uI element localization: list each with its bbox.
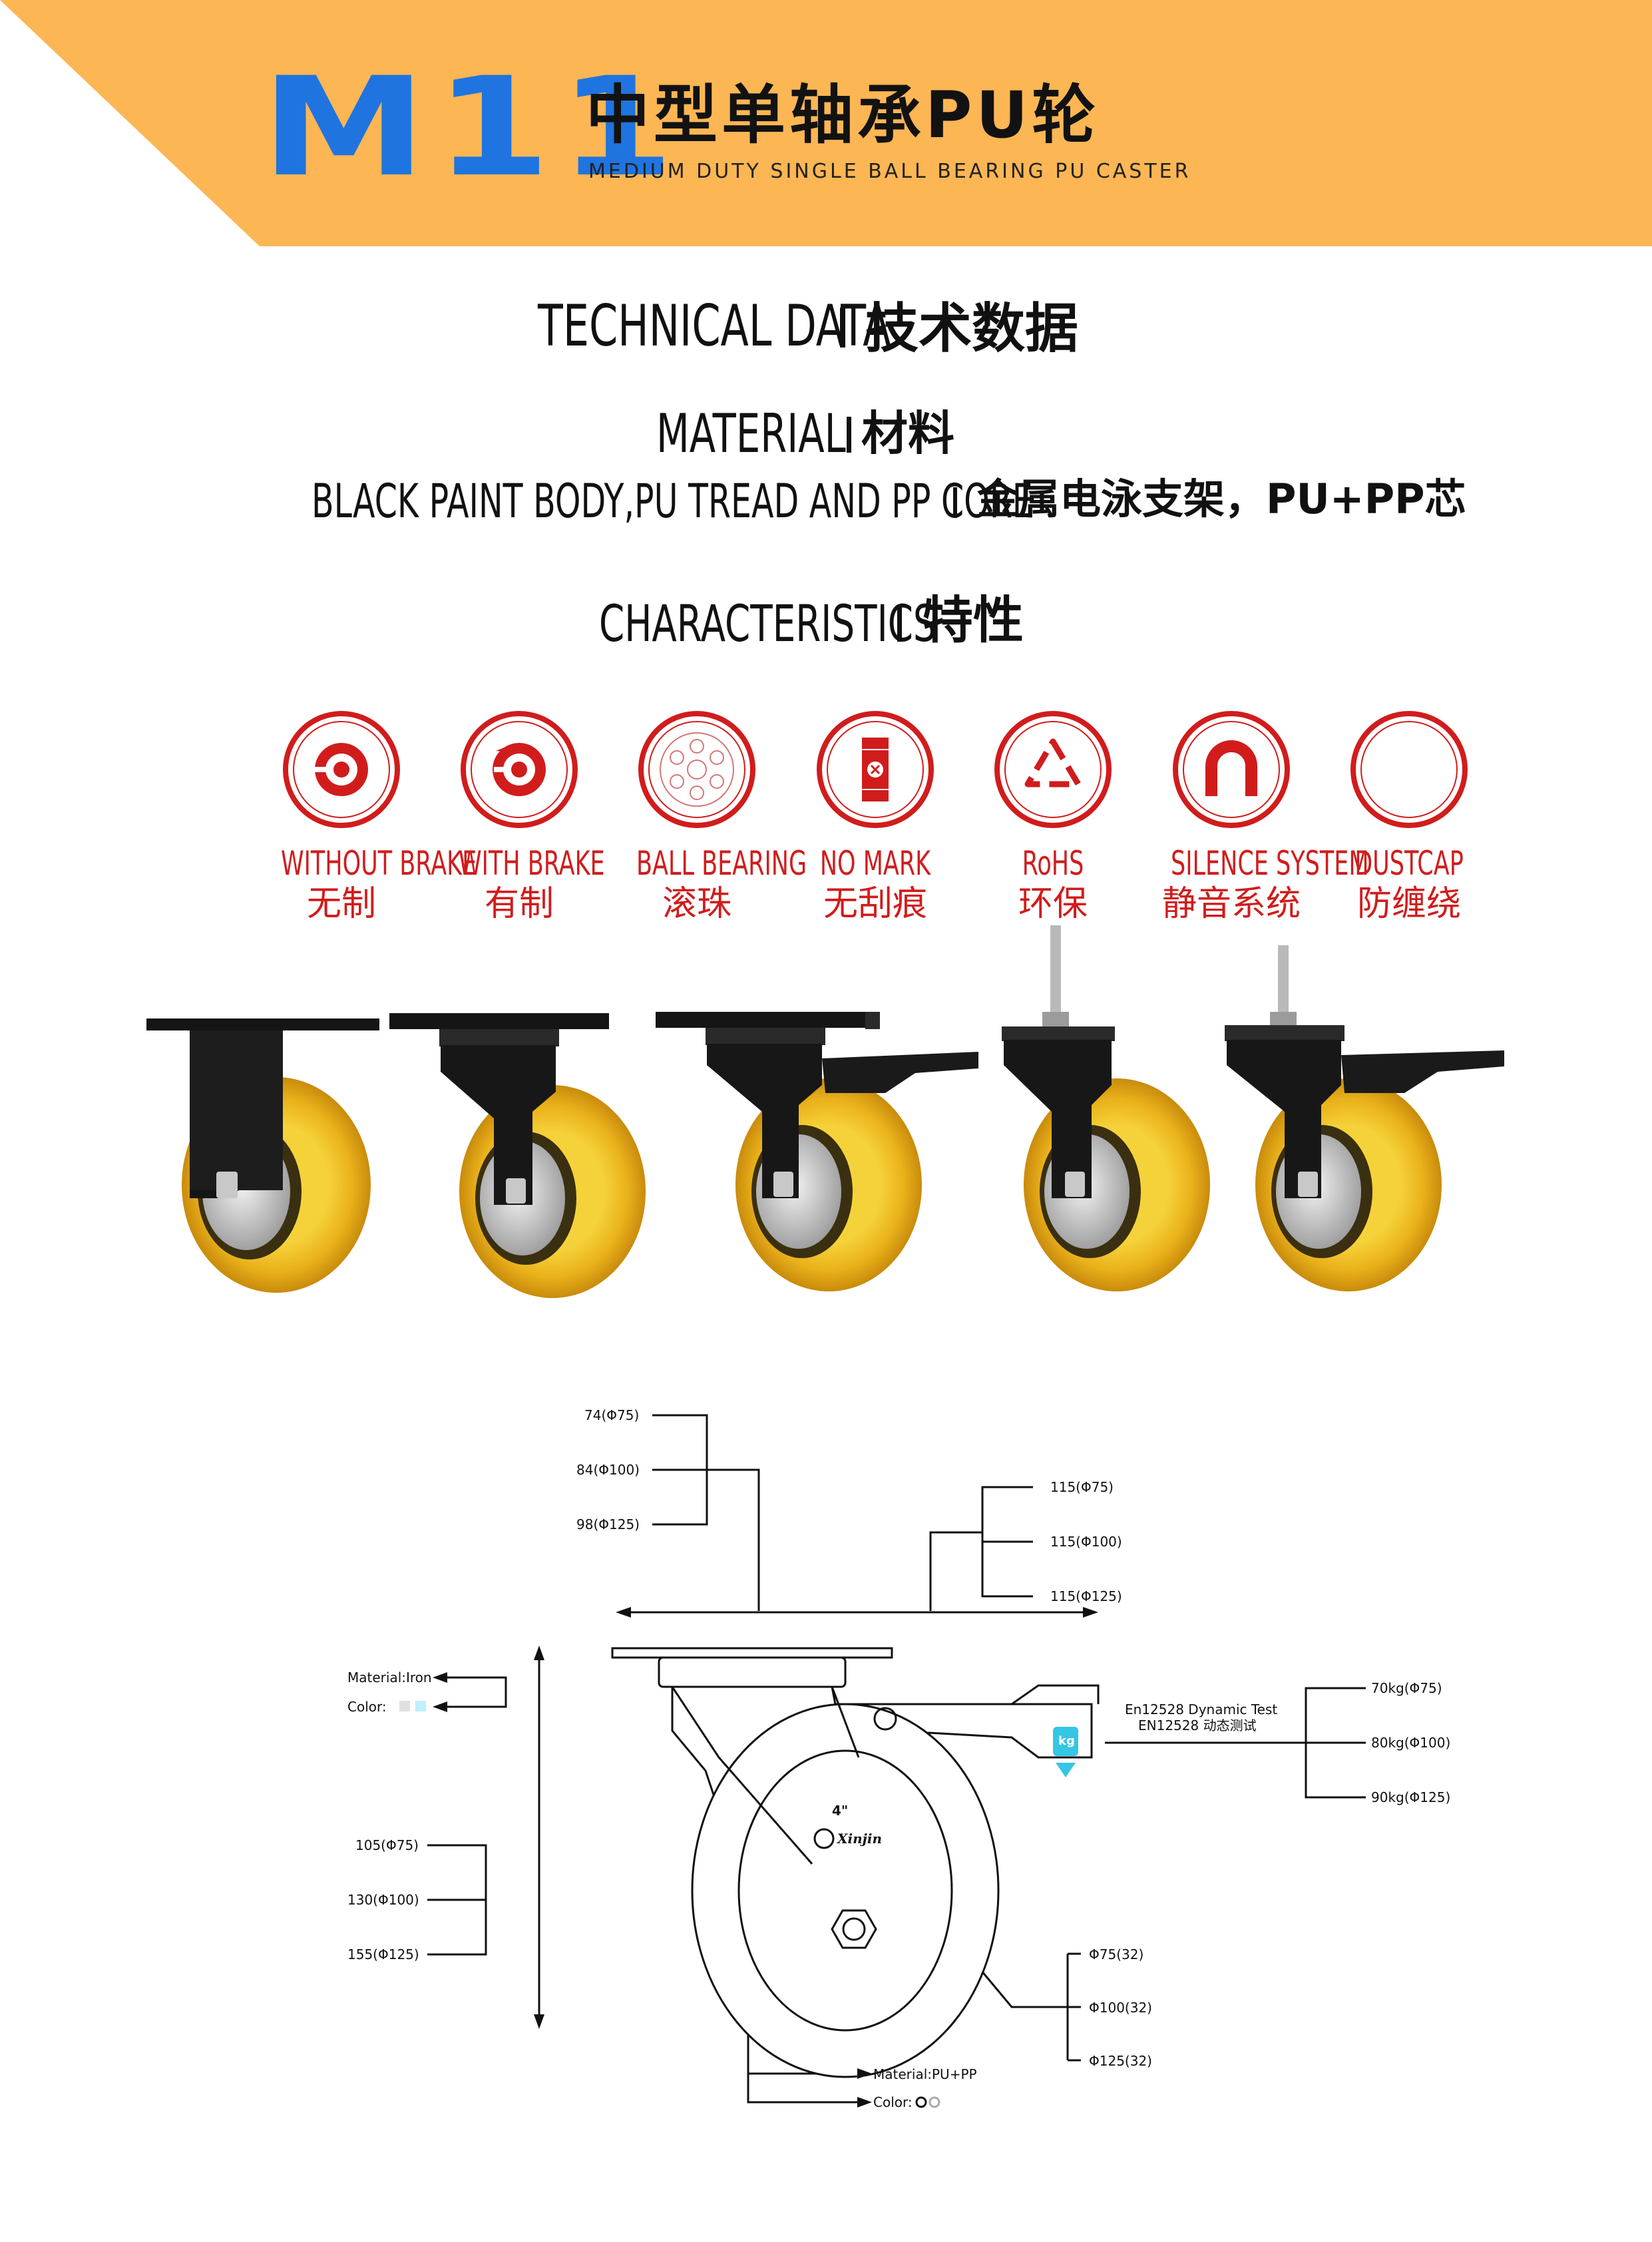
plate-length-100: 84(Φ100) — [576, 1462, 640, 1478]
wheel-size-100: Φ100(32) — [1089, 2000, 1152, 2016]
color-ring-light — [929, 2096, 940, 2108]
threaded-stem-brake-caster-icon — [1225, 945, 1504, 1291]
material-desc-en: BLACK PAINT BODY,PU TREAD AND PP CORE — [311, 474, 1033, 529]
feature-label-en: WITH BRAKE — [459, 844, 605, 883]
plate-width-125: 115(Φ125) — [1050, 1588, 1122, 1604]
swatch-silver — [399, 1701, 410, 1711]
no-mark-icon — [817, 711, 934, 828]
feature-label-cn: 滚珠 — [662, 884, 731, 924]
characteristics-separator — [897, 606, 902, 642]
load-test-cn: EN12528 动态测试 — [1138, 1717, 1257, 1733]
technical-heading-cn: 技术数据 — [865, 298, 1078, 359]
plate-length-75: 74(Φ75) — [584, 1407, 640, 1423]
height-125: 155(Φ125) — [347, 1946, 419, 1962]
characteristics-heading-cn: 特性 — [923, 590, 1024, 650]
bracket-material-label: Material:Iron — [347, 1670, 432, 1685]
wheel-material-label: Material:PU+PP — [873, 2066, 977, 2082]
product-title-en: MEDIUM DUTY SINGLE BALL BEARING PU CASTE… — [588, 160, 1191, 183]
load-75: 70kg(Φ75) — [1371, 1680, 1442, 1696]
feature-ball-bearing: BALL BEARING 滚珠 — [610, 710, 807, 924]
feature-label-cn: 防缠绕 — [1356, 884, 1461, 924]
feature-label-en: WITHOUT BRAKE — [281, 844, 477, 883]
feature-label-cn: 环保 — [1018, 884, 1088, 924]
rigid-caster-icon — [146, 1018, 379, 1293]
without-brake-icon — [283, 711, 400, 828]
with-brake-icon — [461, 711, 578, 828]
product-lineup — [146, 925, 1504, 1298]
magnet-icon — [1173, 711, 1290, 828]
plate-width-100: 115(Φ100) — [1050, 1534, 1122, 1550]
feature-silence-system: SILENCE SYSTEM 静音系统 — [1145, 710, 1369, 924]
swivel-brake-caster-icon — [656, 1012, 978, 1291]
feature-label-cn: 无刮痕 — [823, 884, 927, 924]
header-banner — [0, 0, 1652, 246]
threaded-stem-caster-icon — [1002, 925, 1210, 1291]
technical-separator — [840, 308, 845, 347]
dustcap-icon — [1350, 711, 1468, 828]
load-100: 80kg(Φ100) — [1371, 1735, 1451, 1751]
height-75: 105(Φ75) — [355, 1837, 419, 1853]
material-desc-cn: 金属电泳支架，PU+PP芯 — [977, 475, 1466, 523]
plate-width-75: 115(Φ75) — [1050, 1479, 1114, 1495]
feature-dustcap: DUSTCAP 防缠绕 — [1323, 710, 1496, 924]
feature-label-cn: 静音系统 — [1161, 884, 1301, 924]
height-100: 130(Φ100) — [347, 1892, 419, 1908]
feature-label-en: NO MARK — [819, 844, 931, 883]
plate-length-125: 98(Φ125) — [576, 1516, 640, 1532]
load-unit: kg — [1058, 1734, 1075, 1748]
weight-icon — [1053, 1727, 1078, 1777]
feature-label-en: SILENCE SYSTEM — [1171, 844, 1369, 883]
feature-label-cn: 无制 — [306, 884, 376, 924]
brand-logo-icon — [813, 1828, 835, 1849]
dimension-diagram — [399, 1414, 1366, 2108]
feature-label-en: DUSTCAP — [1354, 844, 1464, 883]
wheel-size-75: Φ75(32) — [1089, 1946, 1144, 1962]
brand-logo-text: Xinjin — [837, 1831, 883, 1847]
swatch-light-blue — [415, 1701, 426, 1711]
wheel-size-mark: 4" — [832, 1803, 849, 1819]
feature-label-en: RoHS — [1022, 844, 1084, 883]
feature-label-en: BALL BEARING — [636, 844, 807, 883]
feature-rohs: RoHS 环保 — [966, 710, 1139, 924]
load-125: 90kg(Φ125) — [1371, 1789, 1451, 1805]
characteristics-heading-en: CHARACTERISTICS — [599, 594, 936, 653]
material-heading-en: MATERIAL — [656, 403, 846, 465]
load-test-en: En12528 Dynamic Test — [1125, 1701, 1278, 1717]
product-title-cn: 中型单轴承PU轮 — [586, 78, 1100, 152]
technical-heading-en: TECHNICAL DATA — [538, 293, 891, 359]
model-code: M11 — [261, 49, 683, 207]
wheel-color-label: Color: — [873, 2094, 913, 2110]
swivel-caster-icon — [389, 1013, 646, 1298]
feature-with-brake: WITH BRAKE 有制 — [433, 710, 606, 924]
wheel-size-125: Φ125(32) — [1089, 2053, 1152, 2069]
recycle-icon — [994, 711, 1112, 828]
color-ring-dark — [915, 2096, 927, 2108]
feature-label-cn: 有制 — [484, 884, 554, 924]
feature-no-mark: NO MARK 无刮痕 — [789, 710, 962, 924]
ball-bearing-icon — [638, 711, 755, 828]
material-separator — [847, 417, 851, 453]
feature-without-brake: WITHOUT BRAKE 无制 — [255, 710, 477, 924]
material-heading-cn: 材料 — [861, 406, 954, 461]
bracket-color-label: Color: — [347, 1699, 387, 1715]
material-desc-separator — [953, 487, 957, 518]
